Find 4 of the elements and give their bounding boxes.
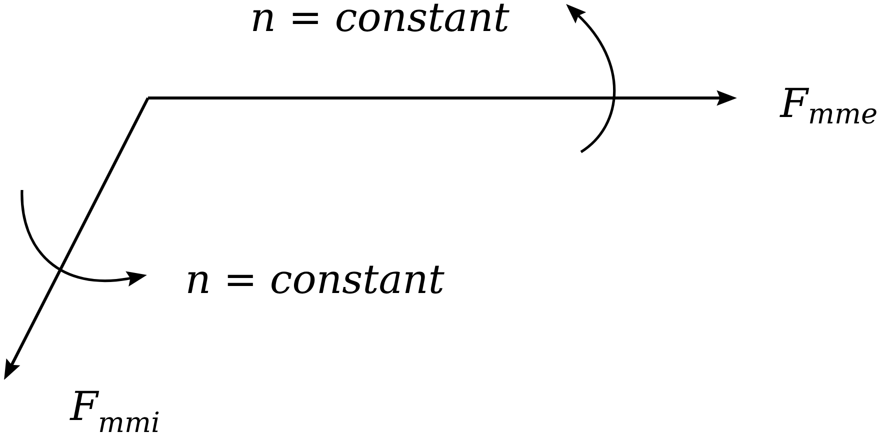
equation-label: n = constant bbox=[188, 266, 444, 294]
force-label: F$_{mme}$ bbox=[780, 88, 876, 124]
equation-label: n = constant bbox=[253, 4, 510, 32]
force-label: F$_{mmi}$ bbox=[70, 390, 159, 432]
